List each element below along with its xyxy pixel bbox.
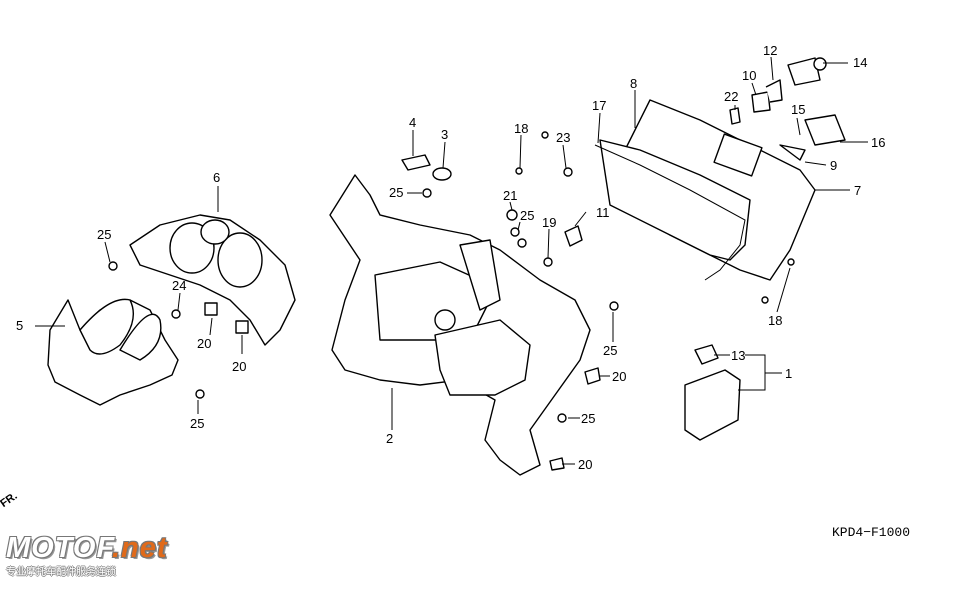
callout-12: 12: [763, 43, 777, 58]
callout-25b: 25: [190, 416, 204, 431]
callout-20a: 20: [197, 336, 211, 351]
part-front-lower-cover: [47, 298, 179, 406]
callout-4: 4: [409, 115, 416, 130]
watermark-brand-text: MOTOF: [6, 532, 112, 564]
watermark-logo: MOTOF.net 专业摩托车配件服务连锁: [6, 532, 168, 578]
callout-20b: 20: [232, 359, 246, 374]
callout-13: 13: [731, 348, 745, 363]
callout-11: 11: [596, 205, 610, 220]
watermark-brand: MOTOF.net: [6, 532, 168, 565]
callout-25d: 25: [520, 208, 534, 223]
callout-18a: 18: [514, 121, 528, 136]
callout-2: 2: [386, 431, 393, 446]
callout-10: 10: [742, 68, 756, 83]
callout-22: 22: [724, 89, 738, 104]
callout-16: 16: [871, 135, 885, 150]
part-bolts-and-clips: [108, 57, 846, 471]
watermark-suffix: net: [121, 532, 168, 564]
callout-21: 21: [503, 188, 517, 203]
part-inner-panel-rear: [599, 99, 816, 281]
callout-19: 19: [542, 215, 556, 230]
callout-7: 7: [854, 183, 861, 198]
watermark-dot: .: [111, 532, 122, 564]
part-headlight-housing: [129, 214, 296, 346]
callout-20c: 20: [612, 369, 626, 384]
callout-24: 24: [172, 278, 186, 293]
leader-lines: [35, 56, 868, 465]
part-seal-strip: [594, 144, 746, 281]
part-inner-cover: [329, 174, 591, 476]
callout-15: 15: [791, 102, 805, 117]
callout-labels: 5 6 25 24 20 20 25 4 3 25 2 18 23 21 25 …: [16, 43, 885, 472]
callout-25f: 25: [581, 411, 595, 426]
callout-5: 5: [16, 318, 23, 333]
callout-18b: 18: [768, 313, 782, 328]
callout-17: 17: [592, 98, 606, 113]
watermark-tagline: 专业摩托车配件服务连锁: [6, 567, 116, 578]
callout-14: 14: [853, 55, 867, 70]
callout-23: 23: [556, 130, 570, 145]
callout-1: 1: [785, 366, 792, 381]
diagram-reference-code: KPD4−F1000: [831, 525, 910, 540]
callout-8: 8: [630, 76, 637, 91]
callout-6: 6: [213, 170, 220, 185]
callout-20d: 20: [578, 457, 592, 472]
callout-9: 9: [830, 158, 837, 173]
part-fuse-box: [684, 344, 741, 441]
callout-25c: 25: [389, 185, 403, 200]
callout-3: 3: [441, 127, 448, 142]
callout-25e: 25: [603, 343, 617, 358]
callout-25a: 25: [97, 227, 111, 242]
